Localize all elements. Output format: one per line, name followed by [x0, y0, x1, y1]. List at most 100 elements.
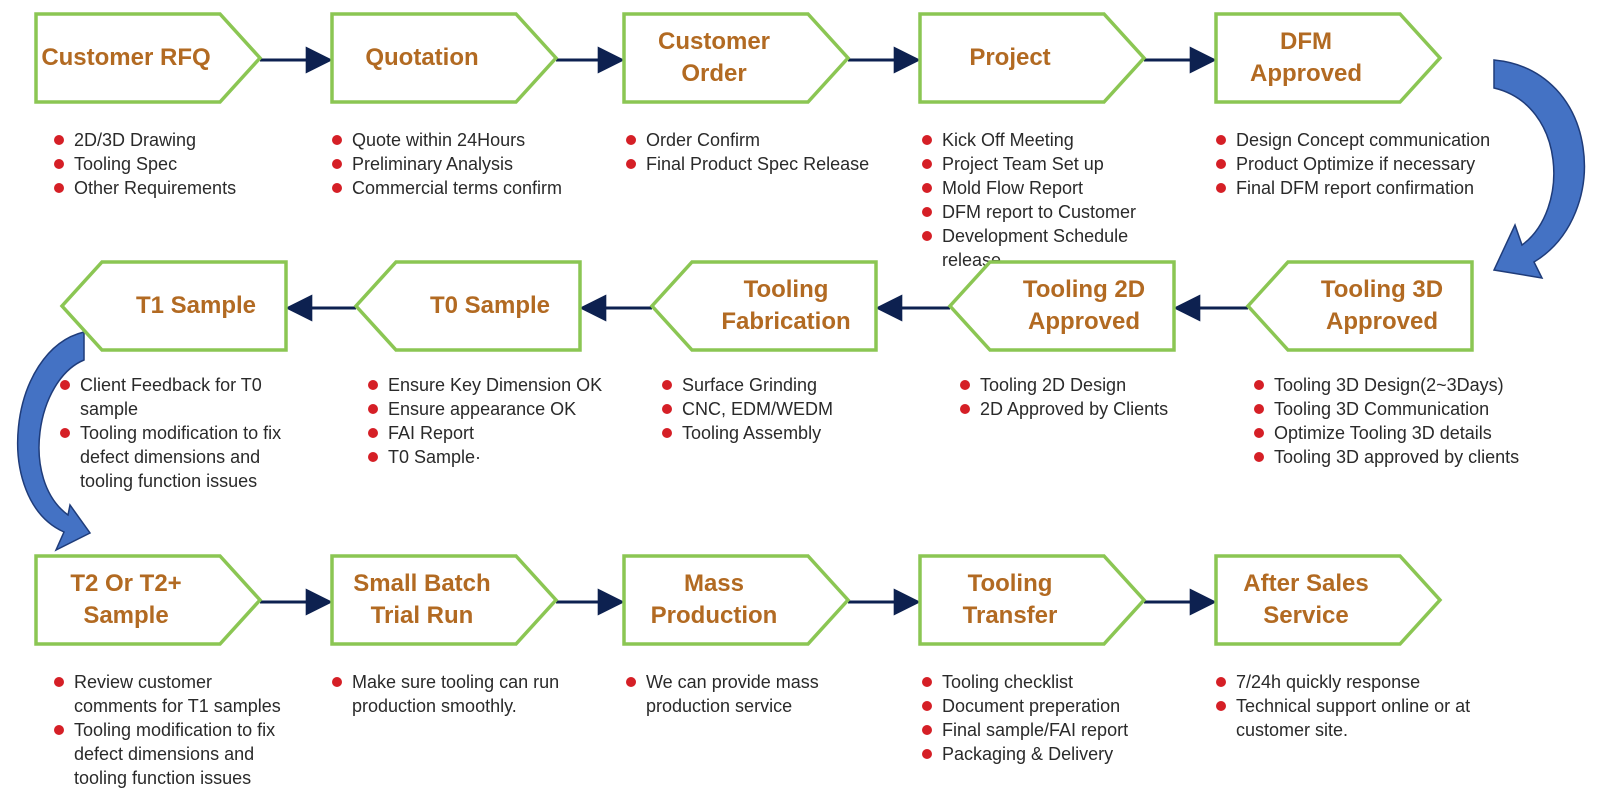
step-title: Customer RFQ	[41, 44, 211, 71]
step-bullet: Ensure Key Dimension OK	[364, 373, 624, 397]
step-box-shape	[622, 12, 851, 104]
step-box-shape	[353, 260, 582, 352]
step-bullet: 2D Approved by Clients	[956, 397, 1216, 421]
step-box-shape	[34, 554, 263, 646]
step-title: Mass Production	[650, 570, 778, 629]
step-bullet: Final sample/FAI report	[918, 718, 1178, 742]
step-title: Tooling Fabrication	[721, 276, 851, 335]
step-bullet: Technical support online or at customer …	[1212, 694, 1512, 742]
step-box-outline	[1214, 554, 1443, 646]
step-bullet: Design Concept communication	[1212, 128, 1532, 152]
step-box-outline	[649, 260, 878, 352]
step-bullet-list: Tooling 3D Design(2~3Days)Tooling 3D Com…	[1250, 373, 1570, 469]
step-title: Tooling 2D Approved	[1022, 276, 1146, 335]
step-bullet: Final Product Spec Release	[622, 152, 902, 176]
step-box-shape	[1214, 554, 1443, 646]
step-box-shape	[59, 260, 288, 352]
step-bullet: FAI Report	[364, 421, 624, 445]
process-step: Tooling Transfer	[916, 552, 1148, 648]
step-bullet: Tooling Spec	[50, 152, 250, 176]
step-title: DFM Approved	[1249, 28, 1362, 87]
step-bullet-list: Make sure tooling can run production smo…	[328, 670, 588, 718]
process-step: After Sales Service	[1212, 552, 1444, 648]
step-box-outline	[622, 554, 851, 646]
step-bullet: Tooling 2D Design	[956, 373, 1216, 397]
process-step: Project	[916, 10, 1148, 106]
step-title: Customer Order	[657, 28, 771, 87]
step-bullet: Project Team Set up	[918, 152, 1178, 176]
step-box-outline	[622, 12, 851, 104]
step-box-shape	[649, 260, 878, 352]
process-step: Customer RFQ	[32, 10, 264, 106]
step-bullet: Preliminary Analysis	[328, 152, 578, 176]
process-step: Mass Production	[620, 552, 852, 648]
step-bullet: Packaging & Delivery	[918, 742, 1178, 766]
process-step: Small Batch Trial Run	[328, 552, 560, 648]
step-bullet: Final DFM report confirmation	[1212, 176, 1532, 200]
step-title: Small Batch Trial Run	[353, 570, 491, 629]
step-bullet: Document preperation	[918, 694, 1178, 718]
process-step: DFM Approved	[1212, 10, 1444, 106]
step-bullet: DFM report to Customer	[918, 200, 1178, 224]
step-bullet: 7/24h quickly response	[1212, 670, 1512, 694]
step-bullet: 2D/3D Drawing	[50, 128, 250, 152]
step-box-shape	[918, 12, 1147, 104]
step-bullet: Commercial terms confirm	[328, 176, 578, 200]
step-bullet: We can provide mass production service	[622, 670, 862, 718]
step-bullet: Make sure tooling can run production smo…	[328, 670, 588, 718]
step-title: T2 Or T2+ Sample	[70, 570, 182, 629]
step-box-outline	[918, 554, 1147, 646]
step-bullet: Tooling modification to fix defect dimen…	[50, 718, 290, 790]
step-bullet: Order Confirm	[622, 128, 902, 152]
step-bullet: Kick Off Meeting	[918, 128, 1178, 152]
step-title: T1 Sample	[135, 292, 257, 319]
step-box-shape	[330, 12, 559, 104]
step-box-outline	[1214, 12, 1443, 104]
step-bullet: Tooling 3D Communication	[1250, 397, 1570, 421]
step-box-outline	[34, 12, 263, 104]
step-box-outline	[353, 260, 582, 352]
process-step: Quotation	[328, 10, 560, 106]
process-step: T1 Sample	[58, 258, 290, 354]
step-bullet: Optimize Tooling 3D details	[1250, 421, 1570, 445]
step-bullet: Surface Grinding	[658, 373, 898, 397]
step-bullet: Review customer comments for T1 samples	[50, 670, 290, 718]
step-bullet: Tooling Assembly	[658, 421, 898, 445]
step-box-outline	[34, 554, 263, 646]
step-bullet: Tooling 3D approved by clients	[1250, 445, 1570, 469]
step-box-shape	[1214, 12, 1443, 104]
step-bullet: T0 Sample·	[364, 445, 624, 469]
step-box-shape	[918, 554, 1147, 646]
step-title: Quotation	[365, 44, 479, 71]
step-box-shape	[1245, 260, 1474, 352]
step-bullet: Mold Flow Report	[918, 176, 1178, 200]
step-title: T0 Sample	[429, 292, 551, 319]
step-box-shape	[947, 260, 1176, 352]
step-box-outline	[947, 260, 1176, 352]
step-bullet: Ensure appearance OK	[364, 397, 624, 421]
step-title: Tooling Transfer	[962, 570, 1058, 629]
step-box-outline	[330, 12, 559, 104]
step-bullet: Product Optimize if necessary	[1212, 152, 1532, 176]
process-step: Tooling Fabrication	[648, 258, 880, 354]
step-bullet: CNC, EDM/WEDM	[658, 397, 898, 421]
process-step: T0 Sample	[352, 258, 584, 354]
step-bullet: Quote within 24Hours	[328, 128, 578, 152]
step-box-shape	[622, 554, 851, 646]
step-title: Project	[969, 44, 1051, 71]
step-title: After Sales Service	[1243, 570, 1369, 629]
step-box-outline	[1245, 260, 1474, 352]
process-step: T2 Or T2+ Sample	[32, 552, 264, 648]
step-box-shape	[34, 12, 263, 104]
